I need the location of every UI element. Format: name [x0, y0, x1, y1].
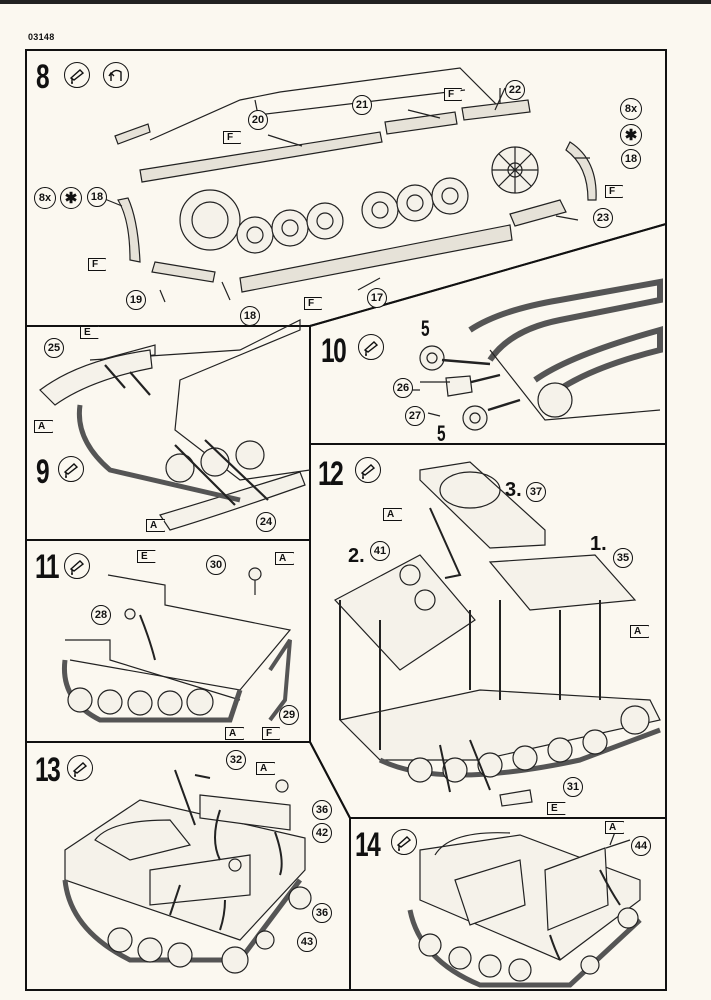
step-8-number: 8 — [36, 58, 50, 96]
part-25: 25 — [44, 338, 64, 358]
step-13-drawing — [62, 769, 312, 974]
sequence-step-2: 2. — [348, 545, 365, 567]
part-27: 27 — [405, 406, 425, 426]
step-11-number: 11 — [35, 548, 59, 586]
part-21: 21 — [352, 95, 372, 115]
part-18: 18 — [621, 149, 641, 169]
glue-tube-icon — [358, 334, 384, 360]
part-36: 36 — [312, 903, 332, 923]
step-12-number: 12 — [318, 455, 344, 493]
part-29: 29 — [279, 705, 299, 725]
part-18: 18 — [240, 306, 260, 326]
flag-F: F — [304, 297, 323, 310]
multiplier-8x: 8x — [34, 187, 56, 209]
part-24: 24 — [256, 512, 276, 532]
part-20: 20 — [248, 110, 268, 130]
glue-tube-icon — [58, 456, 84, 482]
glue-tube-icon — [355, 457, 381, 483]
frame-step-14 — [349, 817, 667, 991]
part-18: 18 — [87, 187, 107, 207]
asterisk-icon: ✱ — [60, 187, 82, 209]
part-42: 42 — [312, 823, 332, 843]
sequence-step-1: 1. — [590, 533, 607, 555]
part-31: 31 — [563, 777, 583, 797]
part-17: 17 — [367, 288, 387, 308]
step-14-number: 14 — [355, 826, 381, 864]
step-9-number: 9 — [36, 453, 50, 491]
step-9-drawing — [39, 319, 311, 531]
step-8-drawing — [89, 67, 597, 303]
part-23: 23 — [593, 208, 613, 228]
part-43: 43 — [297, 932, 317, 952]
flag-F: F — [605, 185, 624, 198]
part-5-label: 5 — [437, 421, 446, 446]
part-28: 28 — [91, 605, 111, 625]
asterisk-icon: ✱ — [620, 124, 642, 146]
part-35: 35 — [613, 548, 633, 568]
glue-tube-icon — [64, 62, 90, 88]
part-44: 44 — [631, 836, 651, 856]
part-32: 32 — [226, 750, 246, 770]
flip-over-icon — [103, 62, 129, 88]
multiplier-8x: 8x — [620, 98, 642, 120]
step-13-number: 13 — [35, 751, 61, 789]
frame-step-8 — [25, 49, 667, 327]
part-41: 41 — [370, 541, 390, 561]
sequence-step-3: 3. — [505, 479, 522, 501]
glue-tube-icon — [64, 553, 90, 579]
part-37: 37 — [526, 482, 546, 502]
step-10-drawing — [412, 278, 663, 431]
part-19: 19 — [126, 290, 146, 310]
step-12-drawing — [334, 461, 661, 807]
flag-E: E — [547, 802, 566, 815]
glue-tube-icon — [391, 829, 417, 855]
flag-E: E — [137, 550, 156, 563]
part-5-label: 5 — [421, 316, 430, 341]
glue-tube-icon — [67, 755, 93, 781]
step-11-drawing — [61, 567, 292, 723]
step-10-number: 10 — [321, 332, 347, 370]
step-14-drawing — [407, 831, 642, 988]
part-26: 26 — [393, 378, 413, 398]
part-30: 30 — [206, 555, 226, 575]
part-36: 36 — [312, 800, 332, 820]
frame-step-9 — [25, 325, 311, 541]
part-22: 22 — [505, 80, 525, 100]
page-top-edge — [0, 0, 711, 4]
kit-code: 03148 — [28, 32, 55, 42]
